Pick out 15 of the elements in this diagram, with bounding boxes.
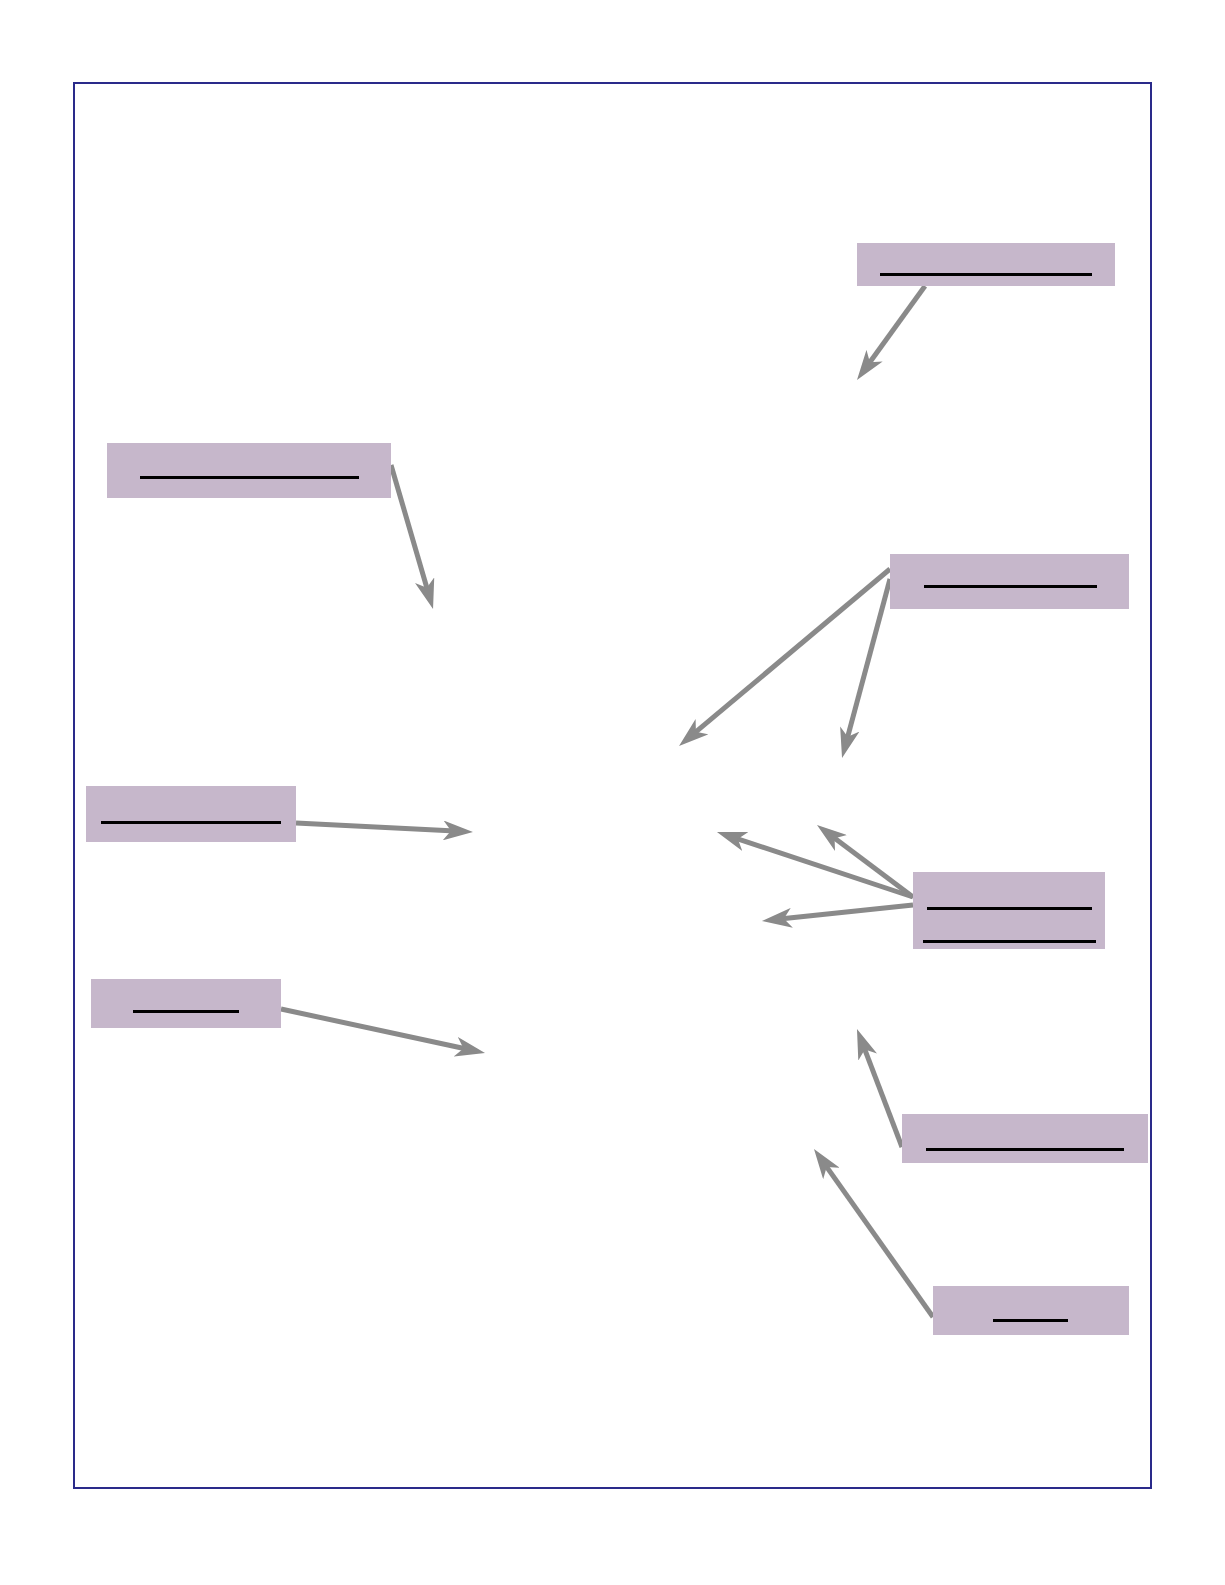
label-box: [890, 554, 1129, 609]
label-box: [913, 872, 1105, 949]
arrow: [761, 902, 914, 928]
arrow: [679, 567, 892, 746]
arrow: [716, 831, 914, 900]
label-box: [107, 443, 391, 498]
label-box: [91, 979, 281, 1028]
label-box: [857, 243, 1115, 286]
arrow: [857, 284, 928, 381]
label-box: [86, 786, 296, 842]
label-box: [933, 1286, 1129, 1335]
arrow: [295, 820, 473, 841]
label-box: [902, 1114, 1148, 1163]
arrow: [280, 1006, 485, 1057]
arrow: [817, 825, 915, 899]
